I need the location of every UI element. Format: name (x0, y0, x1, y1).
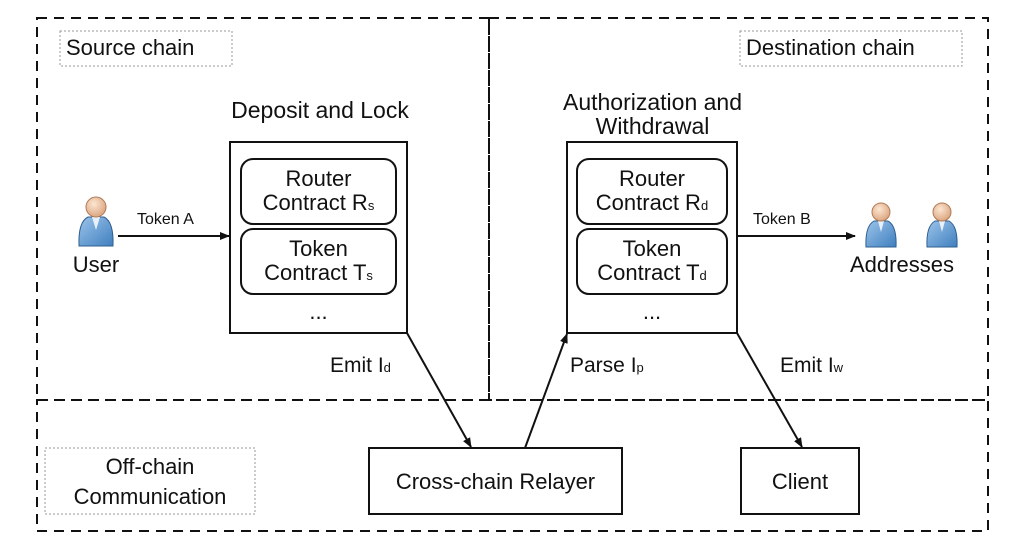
destination-title-line1: Authorization and (562, 89, 742, 115)
destination-token-line1: Token (622, 236, 682, 261)
source-token-line1: Token (289, 236, 348, 261)
source-router-contract: Contract R (262, 190, 368, 215)
token-b-label: Token B (753, 211, 811, 228)
relayer-label: Cross-chain Relayer (395, 469, 596, 494)
destination-token-contract: Contract T (597, 260, 700, 285)
emit-id-arrow (406, 332, 472, 448)
source-title: Deposit and Lock (231, 97, 409, 123)
source-token-box (240, 228, 397, 295)
destination-token-line2: Contract Td (577, 261, 727, 288)
destination-router-text: Router Contract Rd (577, 167, 727, 218)
destination-chain-label-box (739, 30, 963, 67)
source-router-sub: s (367, 198, 375, 213)
source-token-line2: Contract Ts (241, 261, 396, 288)
source-token-contract: Contract T (264, 260, 367, 285)
destination-title-line2: Withdrawal (595, 113, 710, 139)
client-label: Client (771, 469, 829, 494)
destination-token-sub: d (699, 268, 707, 283)
source-router-text: Router Contract Rs (241, 167, 396, 218)
address-icon (865, 202, 897, 248)
parse-ip-arrow (524, 333, 568, 449)
address-icon (926, 202, 958, 248)
source-chain-label-box (59, 30, 233, 67)
destination-router-contract: Contract R (595, 190, 701, 215)
destination-token-box (576, 228, 728, 295)
addresses-label: Addresses (850, 252, 954, 277)
off-chain-region (36, 399, 989, 532)
source-chain-label: Source chain (66, 35, 195, 60)
source-router-line2: Contract Rs (241, 191, 396, 218)
source-router-box (240, 158, 397, 225)
destination-chain-label: Destination chain (746, 35, 915, 60)
relayer-box (368, 447, 623, 515)
off-chain-label-line1: Off-chain (105, 454, 195, 479)
destination-router-line2: Contract Rd (577, 191, 727, 218)
parse-ip-label: Parse Ip (570, 354, 644, 378)
destination-router-box (576, 158, 728, 225)
off-chain-label-box (44, 447, 256, 515)
off-chain-label: Off-chain Communication (45, 452, 255, 512)
client-box (740, 447, 860, 515)
emit-iw-arrow (736, 332, 803, 448)
token-a-label: Token A (137, 211, 194, 228)
source-token-sub: s (366, 268, 373, 283)
parse-ip-text: Parse I (570, 354, 637, 377)
parse-ip-sub: p (636, 360, 644, 375)
emit-id-label: Emit Id (330, 354, 391, 378)
user-icon (78, 196, 114, 247)
emit-id-text: Emit I (330, 354, 384, 377)
emit-iw-label: Emit Iw (780, 354, 843, 378)
user-label: User (72, 252, 120, 277)
source-router-line1: Router (285, 166, 352, 191)
off-chain-label-line2: Communication (73, 484, 227, 509)
emit-id-sub: d (383, 360, 391, 375)
destination-router-sub: d (700, 198, 709, 213)
destination-title: Authorization and Withdrawal (520, 90, 785, 138)
destination-token-text: Token Contract Td (577, 237, 727, 288)
emit-iw-text: Emit I (780, 354, 834, 377)
emit-iw-sub: w (833, 360, 844, 375)
destination-more: ... (642, 299, 662, 324)
source-more: ... (309, 299, 328, 324)
destination-router-line1: Router (618, 166, 686, 191)
source-token-text: Token Contract Ts (241, 237, 396, 288)
